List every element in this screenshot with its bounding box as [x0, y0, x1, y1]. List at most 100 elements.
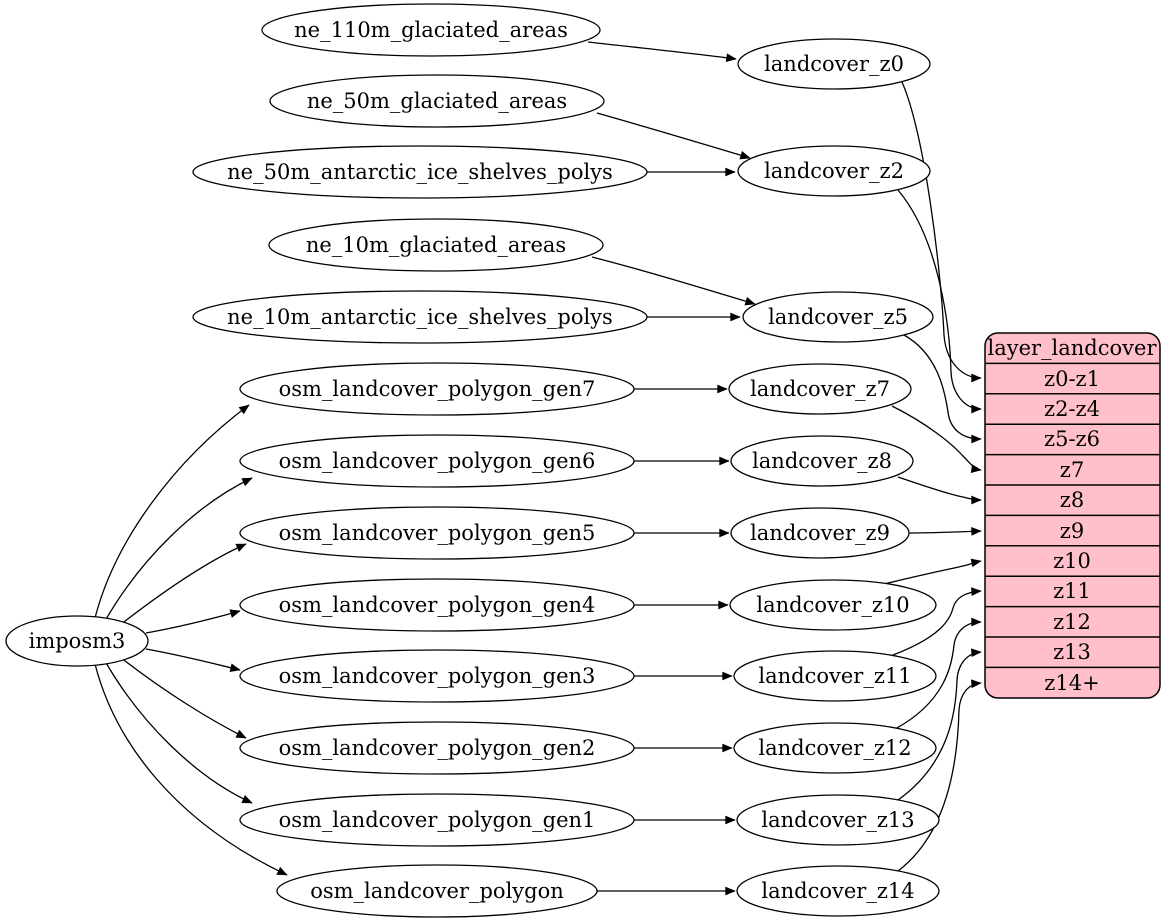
node-landcover-z13-label: landcover_z13	[761, 808, 914, 832]
table-row-z5-z6: z5-z6	[1044, 427, 1100, 451]
node-ne-110m-glaciated-areas-label: ne_110m_glaciated_areas	[294, 18, 568, 42]
edge-z9-to-row-z9	[908, 527, 982, 536]
table-layer-landcover: layer_landcover z0-z1 z2-z4 z5-z6 z7 z8 …	[984, 332, 1161, 699]
node-osm-landcover-polygon-gen5-shape	[239, 506, 635, 560]
node-landcover-z2-label: landcover_z2	[764, 159, 904, 183]
edge-imposm3-to-osm-landcover-polygon	[94, 663, 288, 876]
table-row-z14plus: z14+	[1044, 671, 1099, 695]
node-osm-landcover-polygon-gen1-label: osm_landcover_polygon_gen1	[279, 808, 596, 832]
node-landcover-z9-shape	[730, 507, 910, 559]
edge-ne10m-glaciated-to-landcover-z5	[591, 256, 756, 306]
node-landcover-z7-shape	[728, 363, 912, 415]
edges	[94, 41, 982, 896]
edge-imposm3-to-gen1	[104, 660, 253, 804]
edge-ne50m-glaciated-to-landcover-z2	[596, 112, 751, 160]
table-row-z7: z7	[1060, 458, 1084, 482]
node-landcover-z11-shape	[733, 650, 937, 702]
node-landcover-z8-shape	[730, 435, 914, 487]
node-landcover-z14: landcover_z14	[736, 865, 940, 917]
edge-imposm3-to-gen6	[104, 477, 253, 622]
node-landcover-z9: landcover_z9	[730, 507, 910, 559]
node-landcover-z2-shape	[737, 145, 931, 197]
node-landcover-z12: landcover_z12	[733, 722, 937, 774]
node-osm-landcover-polygon-gen2: osm_landcover_polygon_gen2	[239, 721, 635, 775]
table-row-z12: z12	[1053, 610, 1091, 634]
edge-z13-to-row-z13	[897, 648, 982, 801]
node-landcover-z7-label: landcover_z7	[750, 377, 890, 401]
table-row-z13: z13	[1053, 640, 1091, 664]
node-ne-10m-glaciated-areas-label: ne_10m_glaciated_areas	[306, 233, 566, 257]
node-osm-landcover-polygon-gen3-label: osm_landcover_polygon_gen3	[279, 664, 596, 688]
table-row-z9: z9	[1060, 519, 1084, 543]
node-osm-landcover-polygon-gen6-label: osm_landcover_polygon_gen6	[279, 449, 596, 473]
edge-imposm3-to-gen4	[145, 609, 241, 634]
node-landcover-z5-shape	[742, 291, 934, 343]
node-ne-10m-glaciated-areas-shape	[268, 218, 604, 272]
node-landcover-z11: landcover_z11	[733, 650, 937, 702]
node-ne-10m-antarctic-ice-shelves-polys: ne_10m_antarctic_ice_shelves_polys	[192, 290, 648, 344]
node-landcover-z10-shape	[729, 579, 937, 631]
node-ne-10m-antarctic-ice-shelves-polys-label: ne_10m_antarctic_ice_shelves_polys	[227, 305, 613, 329]
node-ne-50m-antarctic-ice-shelves-polys: ne_50m_antarctic_ice_shelves_polys	[192, 145, 648, 199]
node-landcover-z8-label: landcover_z8	[752, 449, 892, 473]
node-imposm3: imposm3	[5, 615, 149, 667]
node-osm-landcover-polygon-gen3: osm_landcover_polygon_gen3	[239, 649, 635, 703]
node-osm-landcover-polygon-gen1: osm_landcover_polygon_gen1	[239, 793, 635, 847]
node-landcover-z12-shape	[733, 722, 937, 774]
edge-imposm3-to-gen3	[145, 648, 241, 672]
table-row-z11: z11	[1053, 579, 1091, 603]
node-landcover-z13-shape	[736, 794, 940, 846]
node-ne-10m-antarctic-ice-shelves-polys-shape	[192, 290, 648, 344]
edge-z14-to-row-z14plus	[897, 679, 982, 872]
table-row-z10: z10	[1053, 549, 1091, 573]
node-osm-landcover-polygon-gen6: osm_landcover_polygon_gen6	[239, 434, 635, 488]
node-ne-110m-glaciated-areas-shape	[261, 3, 601, 57]
table-title: layer_landcover	[987, 336, 1157, 360]
node-landcover-z7: landcover_z7	[728, 363, 912, 415]
edge-imposm3-to-gen2	[119, 656, 247, 739]
node-osm-landcover-polygon-gen5: osm_landcover_polygon_gen5	[239, 506, 635, 560]
node-osm-landcover-polygon-gen5-label: osm_landcover_polygon_gen5	[279, 521, 596, 545]
edge-z8-to-row-z8	[897, 476, 982, 505]
node-osm-landcover-polygon-label: osm_landcover_polygon	[310, 879, 564, 903]
node-landcover-z8: landcover_z8	[730, 435, 914, 487]
edge-z7-to-row-z7	[891, 405, 982, 473]
node-landcover-z9-label: landcover_z9	[750, 521, 890, 545]
table-row-z8: z8	[1060, 488, 1084, 512]
node-landcover-z14-label: landcover_z14	[761, 879, 914, 903]
node-landcover-z13: landcover_z13	[736, 794, 940, 846]
node-osm-landcover-polygon-gen4-shape	[239, 578, 635, 632]
node-osm-landcover-polygon-gen2-label: osm_landcover_polygon_gen2	[279, 736, 596, 760]
node-landcover-z10: landcover_z10	[729, 579, 937, 631]
edge-z5-to-row-z5-z6	[903, 334, 982, 444]
node-imposm3-label: imposm3	[29, 629, 126, 653]
node-osm-landcover-polygon-gen7-shape	[239, 362, 635, 416]
edge-z11-to-row-z11	[892, 587, 982, 656]
node-landcover-z0: landcover_z0	[737, 38, 931, 90]
edge-z2-to-row-z2-z4	[897, 189, 982, 414]
node-osm-landcover-polygon: osm_landcover_polygon	[276, 864, 598, 918]
node-imposm3-shape	[5, 615, 149, 667]
node-osm-landcover-polygon-gen3-shape	[239, 649, 635, 703]
node-osm-landcover-polygon-gen6-shape	[239, 434, 635, 488]
table-row-z2-z4: z2-z4	[1044, 397, 1100, 421]
node-landcover-z5-label: landcover_z5	[768, 305, 908, 329]
node-osm-landcover-polygon-gen2-shape	[239, 721, 635, 775]
node-osm-landcover-polygon-shape	[276, 864, 598, 918]
node-ne-50m-glaciated-areas: ne_50m_glaciated_areas	[269, 74, 605, 128]
node-osm-landcover-polygon-gen7: osm_landcover_polygon_gen7	[239, 362, 635, 416]
edge-imposm3-to-gen5	[119, 543, 247, 626]
node-ne-50m-antarctic-ice-shelves-polys-shape	[192, 145, 648, 199]
node-landcover-z14-shape	[736, 865, 940, 917]
nodes: imposm3 ne_110m_glaciated_areas ne_50m_g…	[5, 3, 940, 918]
node-ne-50m-glaciated-areas-shape	[269, 74, 605, 128]
node-landcover-z5: landcover_z5	[742, 291, 934, 343]
table-row-z0-z1: z0-z1	[1044, 367, 1100, 391]
node-ne-10m-glaciated-areas: ne_10m_glaciated_areas	[268, 218, 604, 272]
node-osm-landcover-polygon-gen4-label: osm_landcover_polygon_gen4	[279, 593, 596, 617]
node-ne-50m-glaciated-areas-label: ne_50m_glaciated_areas	[307, 89, 567, 113]
edge-imposm3-to-gen7	[94, 404, 250, 619]
node-landcover-z11-label: landcover_z11	[758, 664, 911, 688]
node-ne-50m-antarctic-ice-shelves-polys-label: ne_50m_antarctic_ice_shelves_polys	[227, 160, 613, 184]
